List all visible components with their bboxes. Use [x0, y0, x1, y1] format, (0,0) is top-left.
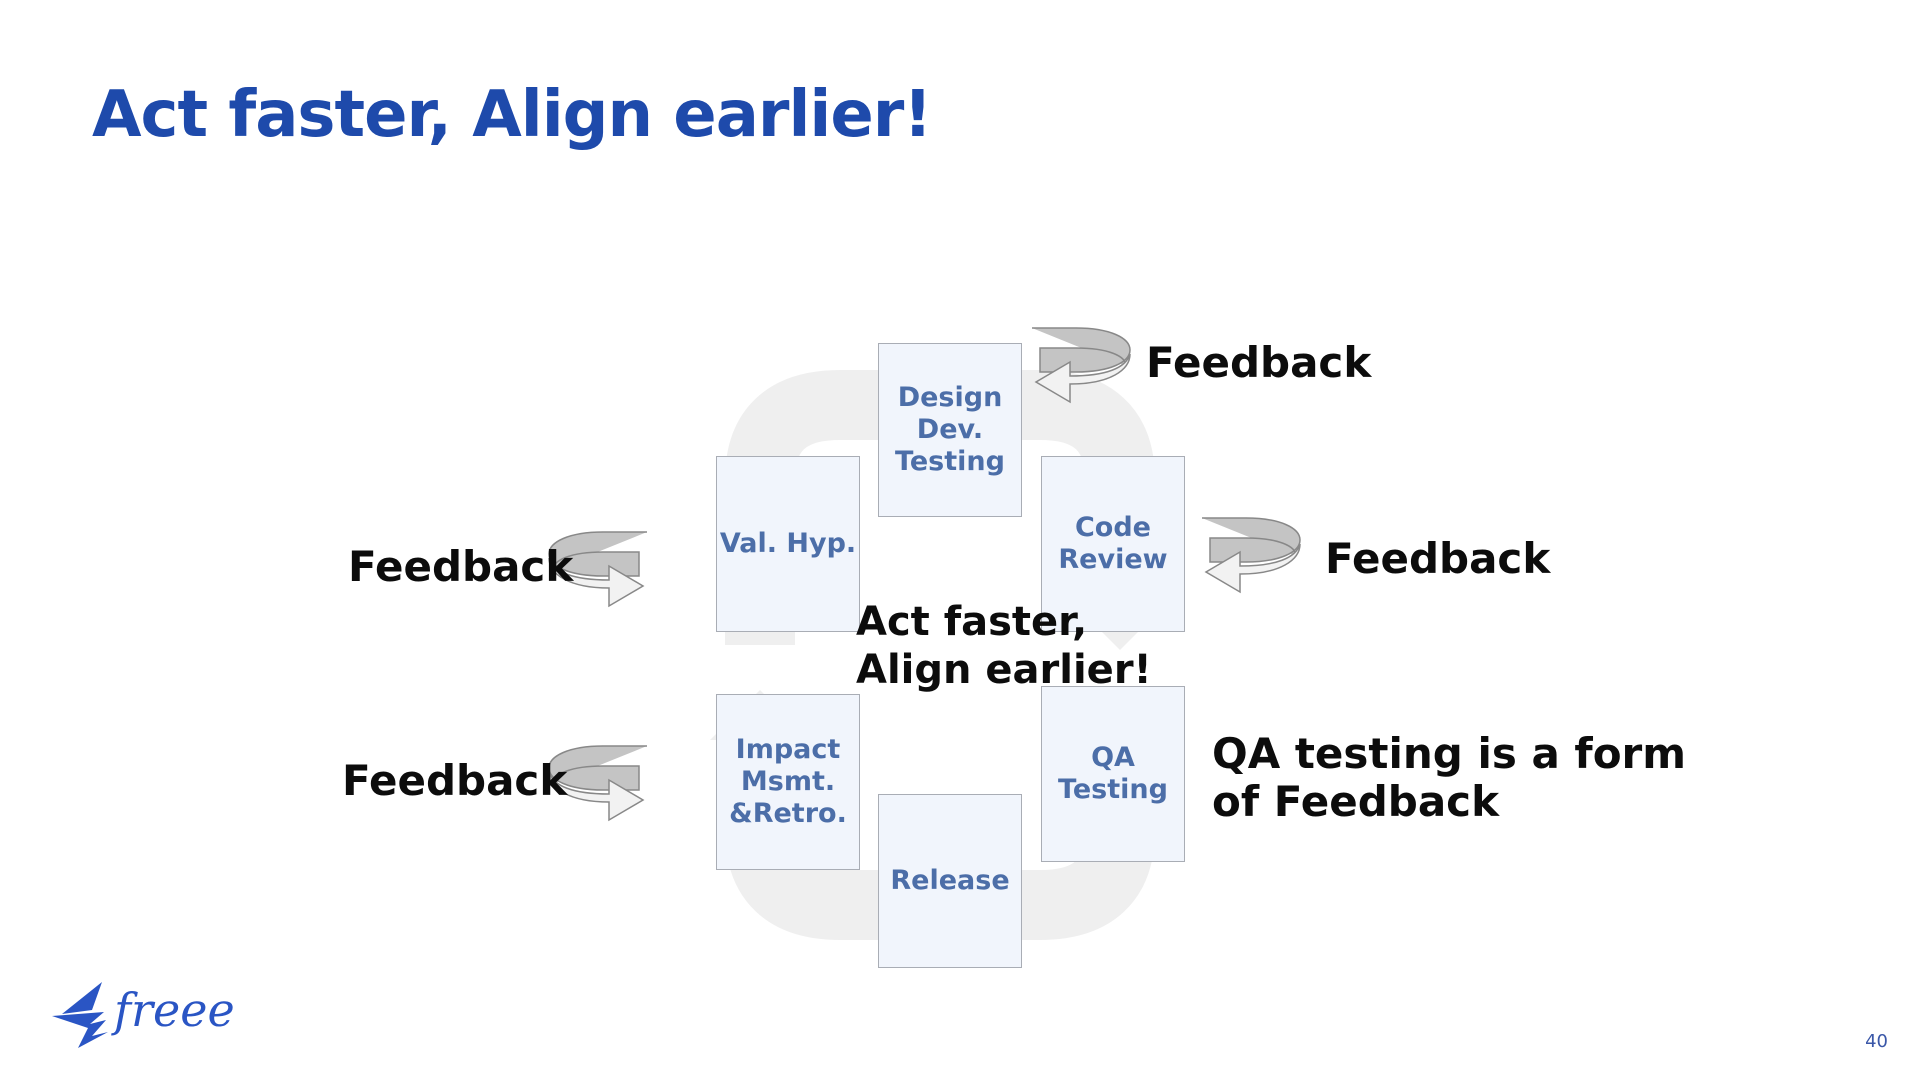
feedback-label-right: Feedback: [1325, 534, 1551, 583]
feedback-arrow-icon: [1032, 327, 1131, 404]
page-number: 40: [1865, 1031, 1888, 1052]
logo-wordmark: freee: [111, 983, 235, 1037]
slide-title: Act faster, Align earlier!: [92, 78, 932, 152]
step-release: Release: [878, 794, 1022, 968]
step-code-review: Code Review: [1041, 456, 1185, 632]
feedback-arrow-icon: [1202, 517, 1301, 594]
bird-logo-icon: freee: [52, 982, 235, 1048]
feedback-label-left-upper: Feedback: [348, 542, 574, 591]
qa-feedback-note: QA testing is a form of Feedback: [1212, 729, 1687, 826]
center-slogan: Act faster, Align earlier!: [856, 599, 1152, 693]
feedback-label-left-lower: Feedback: [342, 756, 568, 805]
step-qa-testing: QA Testing: [1041, 686, 1185, 862]
feedback-label-top: Feedback: [1146, 338, 1372, 387]
feedback-arrow-icon: [548, 745, 647, 822]
step-validate-hypothesis: Val. Hyp.: [716, 456, 860, 632]
feedback-arrow-icon: [548, 531, 647, 608]
step-design-dev-testing: Design Dev. Testing: [878, 343, 1022, 517]
freee-logo: freee: [48, 976, 248, 1060]
step-impact-measurement-retro: Impact Msmt. &Retro.: [716, 694, 860, 870]
